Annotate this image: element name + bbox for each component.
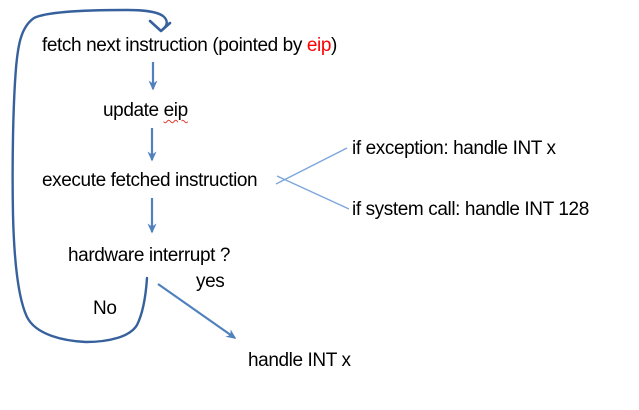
loop-no-arrowhead [148,19,172,33]
fetch-text-suffix: ) [330,35,337,56]
arrow-yes-to-handleint [157,283,237,339]
update-text-eip-misspelled: eip [163,100,189,121]
edge-label-no: No [93,298,117,319]
edge-label-yes: yes [196,271,225,292]
node-hardware-interrupt: hardware interrupt ? [68,245,231,266]
node-update-eip: update eip [103,99,188,123]
fetch-text-prefix: fetch next instruction (pointed by [42,35,307,56]
branch-line-exception [275,147,348,185]
fetch-text-eip-highlight: eip [306,35,332,56]
branch-label-exception: if exception: handle INT x [352,138,556,159]
branch-label-syscall: if system call: handle INT 128 [352,199,589,220]
node-fetch-instruction: fetch next instruction (pointed by eip) [42,34,337,58]
node-execute-instruction: execute fetched instruction [42,170,258,191]
update-text-prefix: update [103,100,164,121]
branch-line-syscall [276,175,350,210]
loop-no-path [11,8,168,344]
node-handle-int: handle INT x [248,350,351,371]
